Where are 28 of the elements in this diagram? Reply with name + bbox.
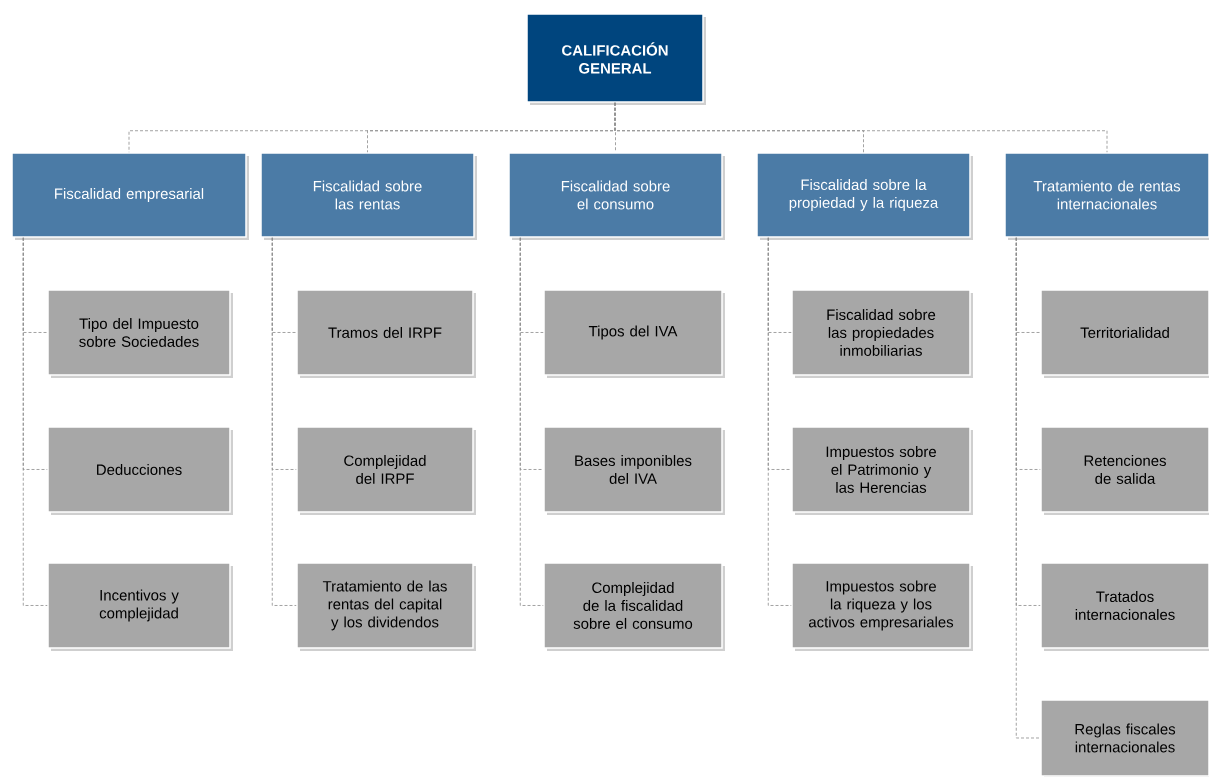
item-box: Incentivos y complejidad <box>47 562 233 651</box>
connector-line <box>519 237 544 606</box>
connector-line <box>22 237 48 606</box>
title-box: CALIFICACIÓN GENERAL <box>526 13 706 105</box>
item-box: Impuestos sobre la riqueza y los activos empresariales <box>791 562 973 651</box>
category-box: Fiscalidad sobre las rentas <box>260 152 477 240</box>
item-box: Reglas fiscales internacionales <box>1040 699 1209 777</box>
item-box: Tramos del IRPF <box>296 289 476 378</box>
item-box: Retenciones de salida <box>1040 426 1209 515</box>
item-box: Tipo del Impuesto sobre Sociedades <box>47 289 233 378</box>
item-box: Territorialidad <box>1040 289 1209 378</box>
connector-line <box>767 237 792 606</box>
item-box: Bases imponibles del IVA <box>543 426 725 515</box>
category-box: Fiscalidad sobre la propiedad y la riqueza <box>756 152 973 240</box>
connector-line <box>614 102 1108 153</box>
connector-line <box>1015 237 1041 739</box>
item-box: Fiscalidad sobre las propiedades inmobiliarias <box>791 289 973 378</box>
category-box: Fiscalidad empresarial <box>11 152 249 240</box>
connector-line <box>271 237 297 606</box>
category-box: Tratamiento de rentas internacionales <box>1004 152 1209 240</box>
item-box: Tratados internacionales <box>1040 562 1209 651</box>
item-box: Tratamiento de las rentas del capital y los dividendos <box>296 562 476 651</box>
item-box: Impuestos sobre el Patrimonio y las Herencias <box>791 426 973 515</box>
item-box: Complejidad de la fiscalidad sobre el consumo <box>543 562 725 651</box>
item-box: Complejidad del IRPF <box>296 426 476 515</box>
item-box: Deducciones <box>47 426 233 515</box>
category-box: Fiscalidad sobre el consumo <box>508 152 725 240</box>
item-box: Tipos del IVA <box>543 289 725 378</box>
